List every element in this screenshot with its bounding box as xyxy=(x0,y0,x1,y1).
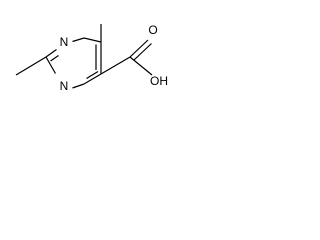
bond-n3-c2 xyxy=(45,49,57,58)
bond-n1-c6 xyxy=(72,83,85,89)
bond-n3-c2-inner xyxy=(50,55,59,62)
bond-c6-c5 xyxy=(83,73,102,85)
bond-c4-c5-top xyxy=(83,37,102,43)
atom-label-n2: N xyxy=(60,79,69,93)
atom-label-n1: N xyxy=(60,35,69,49)
bond-c5-carboxyl xyxy=(100,56,131,75)
bond-carboxyl-carbonyl-second xyxy=(133,43,152,61)
structure-canvas: N N O OH xyxy=(0,0,200,116)
bond-c2-n1 xyxy=(45,56,57,74)
molecule-drawing: N N O OH xyxy=(15,23,168,93)
atom-label-carbonyl-oxygen: O xyxy=(148,23,157,37)
bond-c2-methyl xyxy=(15,56,47,76)
bond-c4-n3 xyxy=(72,37,85,43)
bond-carboxyl-carbonyl xyxy=(129,39,149,58)
bond-c6-c5-inner xyxy=(86,70,99,80)
bond-carboxyl-hydroxyl xyxy=(129,56,153,76)
atom-label-hydroxyl: OH xyxy=(150,74,168,88)
